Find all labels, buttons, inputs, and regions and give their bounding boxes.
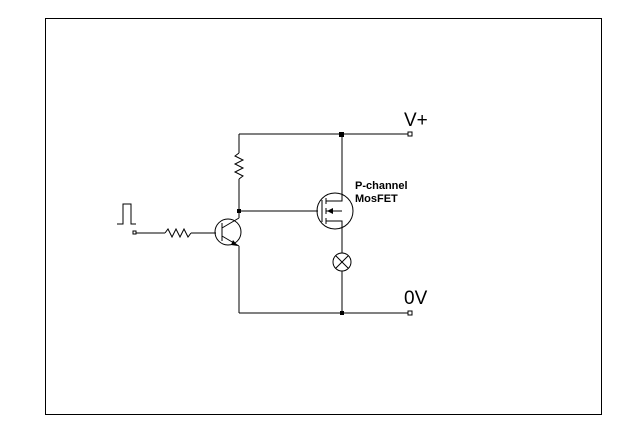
npn-collector-lead — [221, 217, 240, 229]
pullup-resistor — [233, 152, 245, 180]
label-vplus: V+ — [404, 110, 428, 131]
mosfet-source-lead — [326, 134, 343, 202]
input-terminal — [132, 230, 137, 235]
square-pulse-icon — [117, 203, 136, 225]
mosfet-body — [316, 192, 354, 230]
base-resistor — [164, 227, 192, 239]
junction-dot-top — [339, 132, 344, 137]
label-ground: 0V — [404, 288, 428, 309]
ground-terminal — [407, 310, 413, 316]
mosfet-body-arrow — [327, 208, 333, 214]
npn-emitter-arrow — [231, 240, 238, 246]
diagram-frame — [45, 18, 602, 415]
junction-dot-gate — [237, 209, 241, 213]
label-mosfet-type: P-channel — [355, 180, 408, 192]
mosfet-drain-lead — [326, 220, 343, 253]
lamp-cross-b — [335, 255, 349, 269]
vplus-terminal — [407, 131, 413, 137]
npn-transistor-body — [214, 218, 242, 246]
junction-dot-bottom — [340, 311, 344, 315]
label-mosfet-name: MosFET — [355, 193, 398, 205]
